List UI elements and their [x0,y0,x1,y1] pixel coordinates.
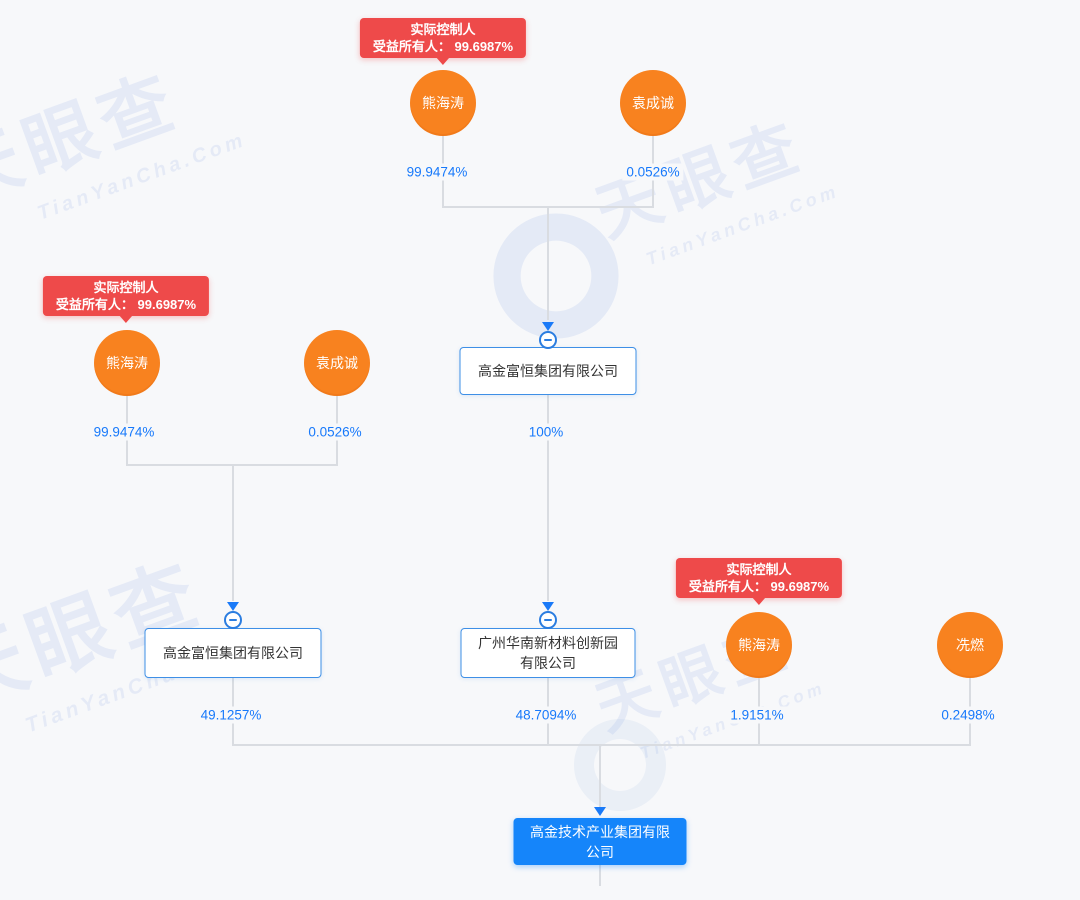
share-label: 99.9474% [89,423,159,441]
company-name: 高金富恒集团有限公司 [478,363,618,379]
badge-subtitle: 受益所有人： 99.6987% [55,297,197,312]
actual-controller-badge-left[interactable]: 实际控制人 受益所有人： 99.6987% [42,276,210,323]
share-label: 48.7094% [511,706,581,724]
badge-title: 实际控制人 [93,280,159,295]
actual-controller-badge-right[interactable]: 实际控制人 受益所有人： 99.6987% [675,558,843,605]
watermark-logo-icon [493,213,619,339]
watermark-brand-text: 天眼查 [586,108,815,251]
arrow-down-icon [227,602,239,611]
badge-title: 实际控制人 [726,562,792,577]
share-label: 99.9474% [402,163,472,181]
person-name: 熊海涛 [106,355,148,371]
connector-line [232,744,971,746]
collapse-minus-icon[interactable] [539,611,557,629]
badge-pointer [435,57,450,65]
connector-line [599,865,601,886]
share-label: 0.0526% [304,423,366,441]
person-node-xiong-haitao-right[interactable]: 熊海涛 [726,612,792,678]
badge-subtitle: 受益所有人： 99.6987% [372,39,514,54]
company-node-huanan-innovation-park[interactable]: 广州华南新材料创新园有限公司 [460,628,636,678]
minus-dash [229,619,237,621]
company-name: 高金富恒集团有限公司 [163,645,303,661]
person-name: 袁成诚 [632,95,674,111]
connector-line [547,206,549,320]
watermark-brand-text: 天眼查 [0,547,216,726]
person-node-yuan-chengcheng-left[interactable]: 袁成诚 [304,330,370,396]
person-node-xian-ran[interactable]: 冼燃 [937,612,1003,678]
person-node-xiong-haitao-left[interactable]: 熊海涛 [94,330,160,396]
watermark-tianyancha: 天眼查 TianYanCha.Com [0,24,250,249]
actual-controller-badge-top[interactable]: 实际控制人 受益所有人： 99.6987% [359,18,527,65]
arrow-down-icon [594,807,606,816]
watermark-brand-text: 天眼查 [0,60,191,218]
badge-title: 实际控制人 [410,22,476,37]
watermark-logo-icon [574,719,666,811]
share-label: 1.9151% [726,706,788,724]
company-node-gaojin-fuheng-top[interactable]: 高金富恒集团有限公司 [459,347,637,395]
share-label: 0.0526% [622,163,684,181]
connector-line [232,464,234,601]
company-node-gaojin-tech-root[interactable]: 高金技术产业集团有限公司 [513,818,687,865]
arrow-down-icon [542,322,554,331]
minus-dash [544,339,552,341]
badge-pointer [751,597,766,605]
person-node-xiong-haitao-top[interactable]: 熊海涛 [410,70,476,136]
share-label: 100% [524,423,568,441]
person-name: 袁成诚 [316,355,358,371]
person-node-yuan-chengcheng-top[interactable]: 袁成诚 [620,70,686,136]
watermark-tianyancha: 天眼查 TianYanCha.Com [582,89,843,281]
person-name: 熊海涛 [738,637,780,653]
person-name: 熊海涛 [422,95,464,111]
arrow-down-icon [542,602,554,611]
badge-subtitle: 受益所有人： 99.6987% [688,579,830,594]
collapse-minus-icon[interactable] [224,611,242,629]
company-name: 高金技术产业集团有限公司 [530,823,670,860]
company-name: 广州华南新材料创新园有限公司 [478,635,618,671]
share-label: 49.1257% [196,706,266,724]
share-label: 0.2498% [937,706,999,724]
company-node-gaojin-fuheng-left[interactable]: 高金富恒集团有限公司 [144,628,322,678]
badge-pointer [118,315,133,323]
minus-dash [544,619,552,621]
person-name: 冼燃 [956,637,984,653]
watermark-domain-text: TianYanCha.Com [643,180,842,270]
collapse-minus-icon[interactable] [539,331,557,349]
connector-line [599,744,601,807]
watermark-domain-text: TianYanCha.Com [34,128,250,225]
connector-line [547,395,549,601]
